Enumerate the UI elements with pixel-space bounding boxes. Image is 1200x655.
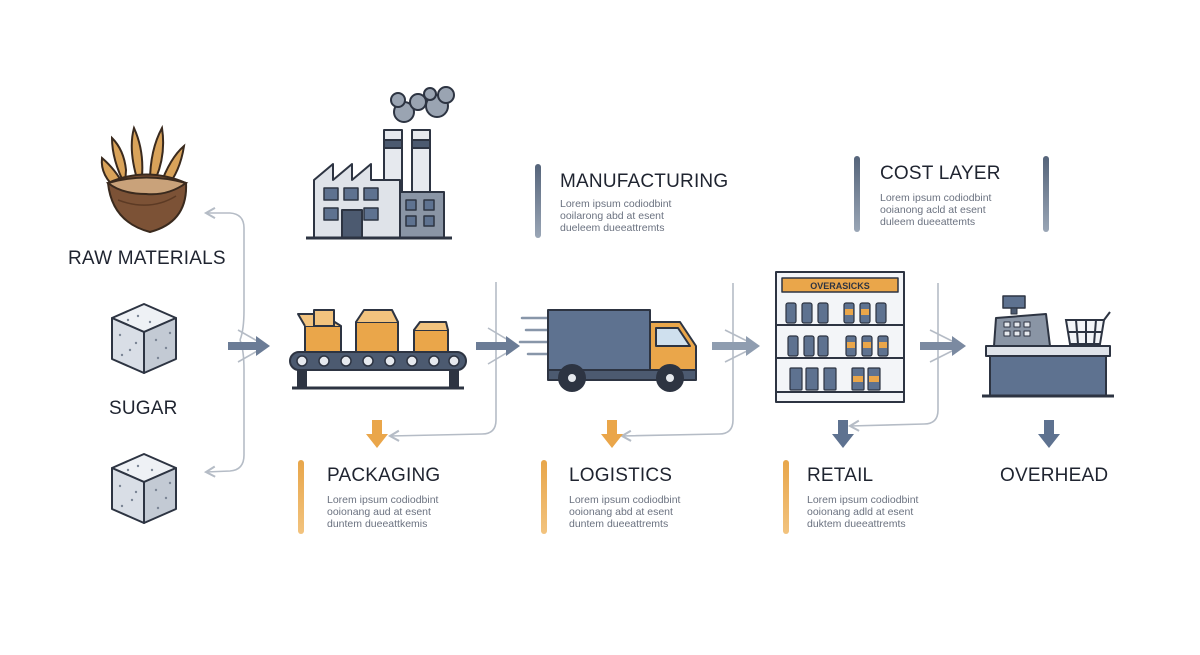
cost-layer-accent-bar-right <box>1043 156 1049 232</box>
raw-materials-label: RAW MATERIALS <box>68 248 226 269</box>
logistics-label: LOGISTICS <box>569 465 673 486</box>
arrow-raw-to-packaging <box>228 336 270 356</box>
wheat-basket-icon <box>100 124 189 234</box>
cost-layer-accent-bar-left <box>854 156 860 232</box>
manufacturing-accent-bar <box>535 164 541 238</box>
arrow-logistics-to-retail <box>712 336 760 356</box>
arrow-retail-to-overhead <box>920 336 966 356</box>
overhead-label: OVERHEAD <box>1000 465 1109 486</box>
packaging-accent-bar <box>298 460 304 534</box>
retail-description: Lorem ipsum codiodbint ooionang adld at … <box>807 494 919 530</box>
logistics-accent-bar <box>541 460 547 534</box>
cost-layer-description: Lorem ipsum codiodbint ooianong acld at … <box>880 192 992 228</box>
manufacturing-description: Lorem ipsum codiodbint ooilarong abd at … <box>560 198 672 234</box>
factory-icon <box>306 86 455 240</box>
cash-register-icon <box>982 295 1114 398</box>
packaging-label: PACKAGING <box>327 465 441 486</box>
sugar-cube-icon <box>111 453 177 524</box>
packaging-description: Lorem ipsum codiodbint ooionang aud at e… <box>327 494 439 530</box>
sugar-label: SUGAR <box>109 398 178 419</box>
down-arrow-logistics-icon <box>601 420 623 448</box>
down-arrow-retail-icon <box>832 420 854 448</box>
retail-accent-bar <box>783 460 789 534</box>
retail-label: RETAIL <box>807 465 874 486</box>
down-arrow-packaging-icon <box>366 420 388 448</box>
arrow-packaging-to-logistics <box>476 336 520 356</box>
sugar-cube-icon <box>111 303 177 374</box>
shelf-sign-text: OVERASICKS <box>810 281 870 291</box>
logistics-description: Lorem ipsum codiodbint ooionang abd at e… <box>569 494 681 530</box>
manufacturing-label: MANUFACTURING <box>560 171 729 192</box>
store-shelf-icon <box>775 271 905 403</box>
flow-arrows <box>228 336 966 356</box>
shopping-cart-icon <box>1064 311 1111 345</box>
down-arrow-overhead-icon <box>1038 420 1060 448</box>
delivery-truck-icon <box>518 309 697 392</box>
cost-layer-label: COST LAYER <box>880 163 1001 184</box>
conveyor-belt-icon <box>289 309 467 390</box>
